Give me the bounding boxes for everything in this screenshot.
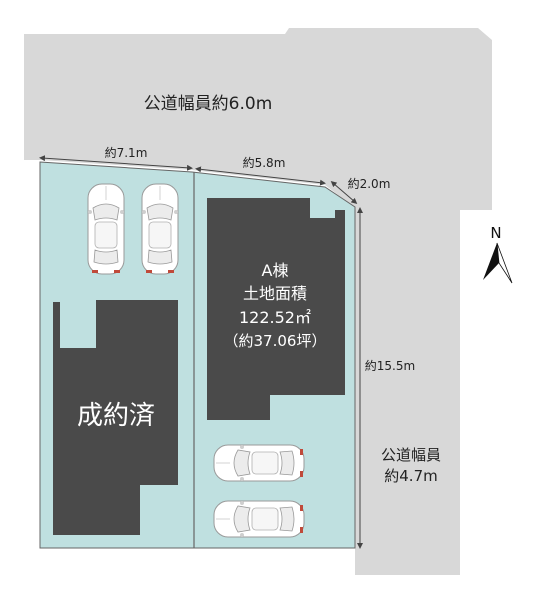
lot-a-name: A棟 — [262, 261, 289, 280]
north-road-label: 公道幅員約6.0m — [144, 94, 273, 114]
dim-line-top-corner — [330, 181, 358, 204]
car-left-2 — [141, 183, 179, 275]
east-road-label-line1: 公道幅員 — [381, 446, 441, 464]
car-left-1 — [87, 183, 125, 275]
compass-icon: N — [483, 224, 513, 284]
dim-line-top-mid — [195, 166, 326, 186]
dim-top-corner: 約2.0m — [348, 176, 391, 191]
building-sold — [53, 300, 178, 535]
dim-top-mid: 約5.8m — [243, 155, 286, 170]
car-right-1 — [213, 444, 305, 482]
dim-line-top-left — [39, 155, 193, 171]
lot-a-area-label: 土地面積 — [243, 284, 307, 303]
east-road-label-line2: 約4.7m — [384, 467, 437, 485]
car-right-2 — [213, 500, 305, 538]
lot-a-area-tsubo: （約37.06坪） — [224, 332, 327, 350]
building-a — [207, 198, 345, 420]
lot-a-area-sqm: 122.52㎡ — [239, 308, 311, 327]
sold-label: 成約済 — [77, 401, 155, 431]
dim-top-left: 約7.1m — [105, 145, 148, 160]
dim-right: 約15.5m — [365, 358, 415, 373]
compass-label: N — [490, 224, 501, 242]
